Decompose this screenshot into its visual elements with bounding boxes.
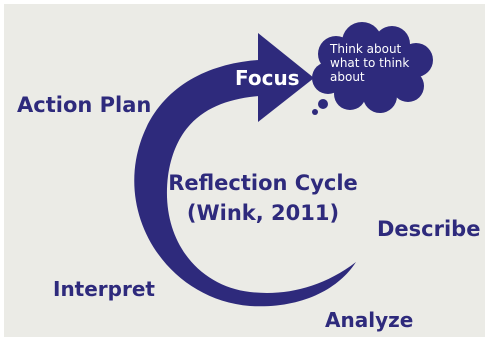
stage-label-interpret: Interpret: [53, 277, 155, 301]
thought-cloud: [312, 22, 433, 115]
stage-label-action-plan: Action Plan: [17, 93, 152, 117]
cycle-title: Reflection Cycle (Wink, 2011): [153, 168, 373, 228]
cloud-text-line2: what to think: [330, 56, 410, 70]
cloud-text-line3: about: [330, 70, 365, 84]
cycle-arrowhead: [258, 33, 314, 122]
cycle-title-line2: (Wink, 2011): [186, 201, 340, 225]
stage-label-focus: Focus: [235, 66, 300, 90]
cloud-text-line1: Think about: [330, 42, 402, 56]
cycle-title-line1: Reflection Cycle: [168, 171, 358, 195]
stage-label-analyze: Analyze: [325, 308, 414, 332]
cycle-arc: [134, 60, 356, 307]
stage-label-describe: Describe: [377, 217, 481, 241]
cloud-text: Think about what to think about: [330, 42, 420, 84]
